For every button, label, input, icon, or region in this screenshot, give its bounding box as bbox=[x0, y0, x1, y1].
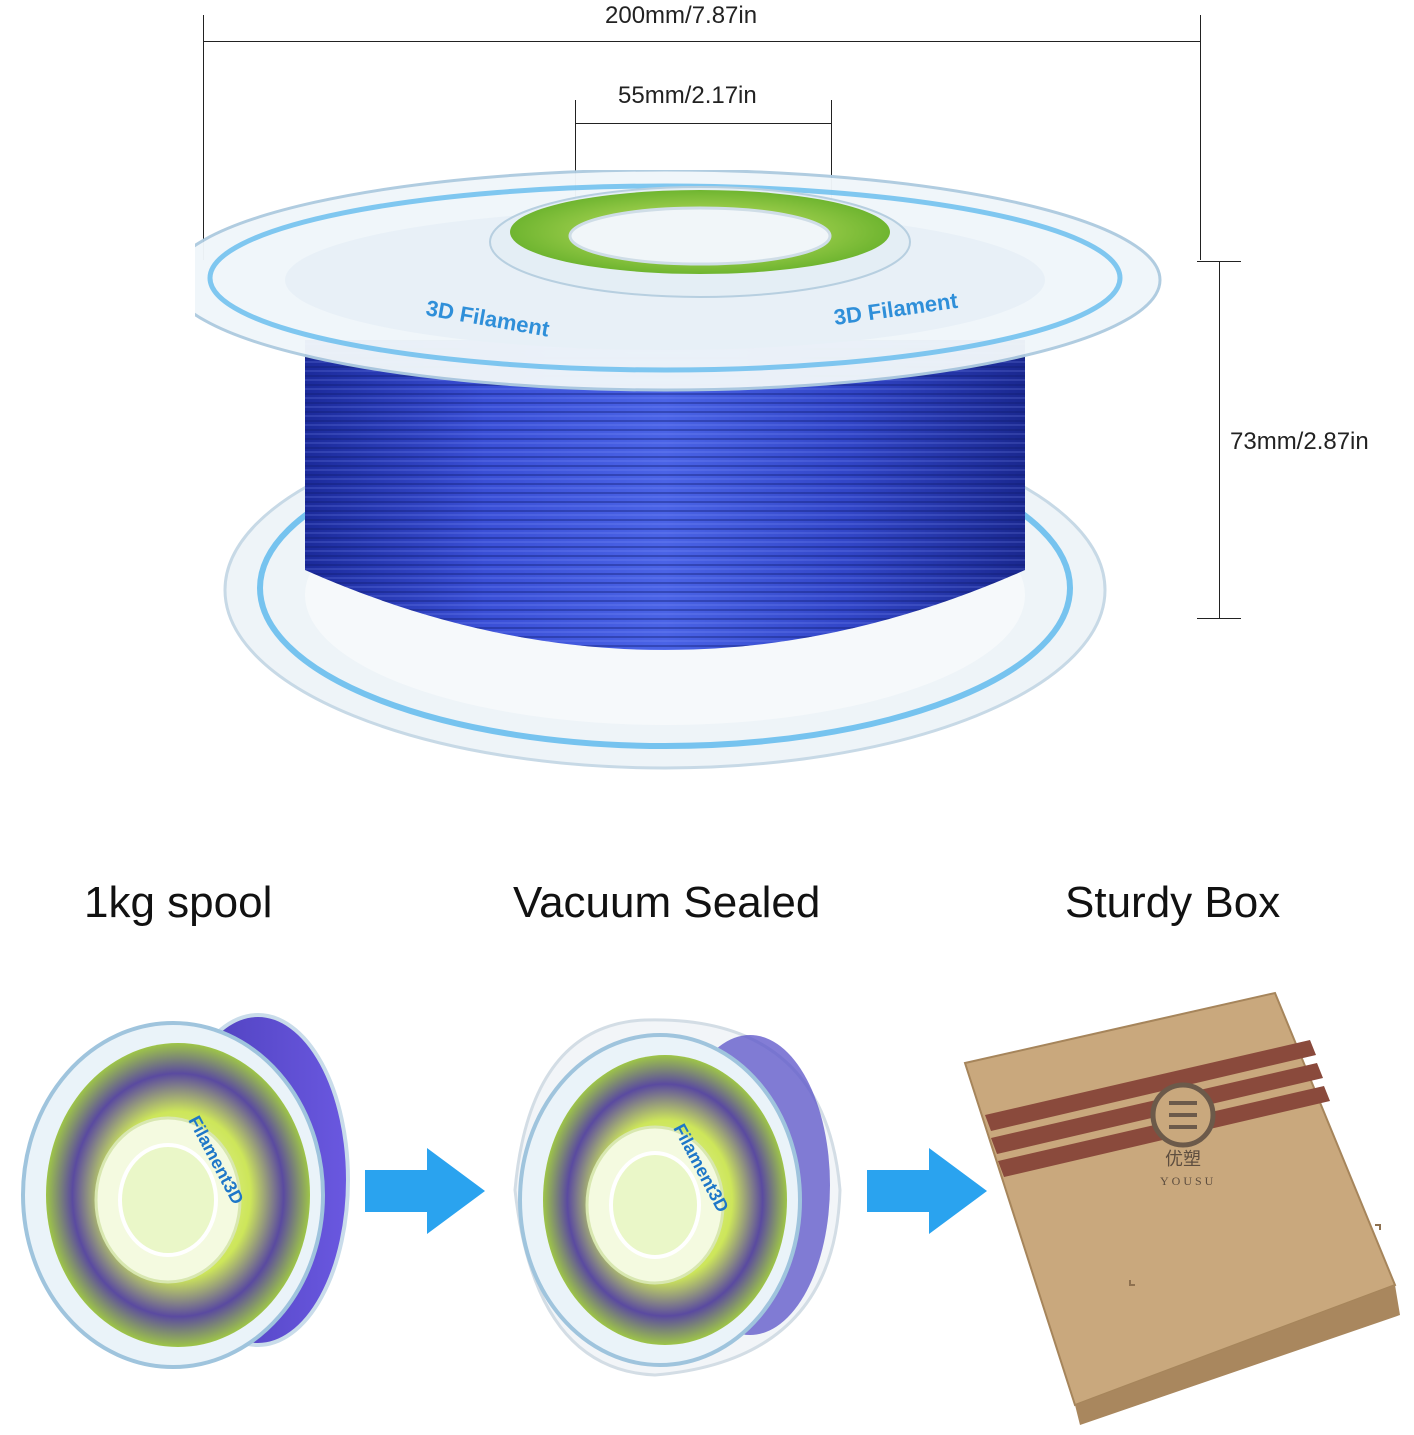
arrow-right-icon bbox=[365, 1148, 485, 1234]
hub-core bbox=[568, 206, 832, 266]
step-title-spool: 1kg spool bbox=[84, 878, 273, 927]
vacuum-spool-image: Filament3D bbox=[513, 1018, 842, 1377]
box-crease bbox=[1129, 1280, 1135, 1286]
outer-dim-left-tick bbox=[203, 15, 204, 260]
filament-ridges bbox=[305, 340, 1025, 650]
step-title-vacuum: Vacuum Sealed bbox=[513, 878, 821, 927]
spool-image: 3D Filament 3D Filament bbox=[195, 170, 1162, 770]
spool-hub-hole bbox=[118, 1143, 218, 1257]
top-flange-ring bbox=[207, 183, 1123, 373]
spool-width-label: 73mm/2.87in bbox=[1230, 428, 1369, 455]
box-brand-en: YOUSU bbox=[1160, 1174, 1216, 1188]
hub-dim-left-tick bbox=[575, 100, 576, 240]
yousu-logo-mark bbox=[1169, 1101, 1197, 1129]
small-spool-image: Filament3D bbox=[21, 1013, 350, 1369]
box-image: 优塑 YOUSU bbox=[963, 991, 1400, 1425]
box-side bbox=[1075, 1285, 1400, 1425]
box-brand-cn: 优塑 bbox=[1165, 1149, 1201, 1170]
box-lid bbox=[963, 991, 1397, 1407]
arrow-right-icon bbox=[867, 1148, 987, 1234]
hub-dim-right-tick bbox=[831, 100, 832, 240]
height-dim-line bbox=[1219, 261, 1220, 619]
vacuum-hub-hole bbox=[609, 1151, 701, 1259]
box-crease bbox=[1375, 1224, 1381, 1230]
outer-dim-right-tick bbox=[1200, 15, 1201, 260]
outer-dim-line bbox=[203, 41, 1201, 42]
outer-diameter-label: 200mm/7.87in bbox=[605, 2, 758, 29]
hub-dim-line bbox=[575, 123, 832, 124]
step-title-box: Sturdy Box bbox=[1065, 878, 1281, 927]
hub-diameter-label: 55mm/2.17in bbox=[618, 82, 757, 109]
box-stripe bbox=[985, 1040, 1316, 1131]
